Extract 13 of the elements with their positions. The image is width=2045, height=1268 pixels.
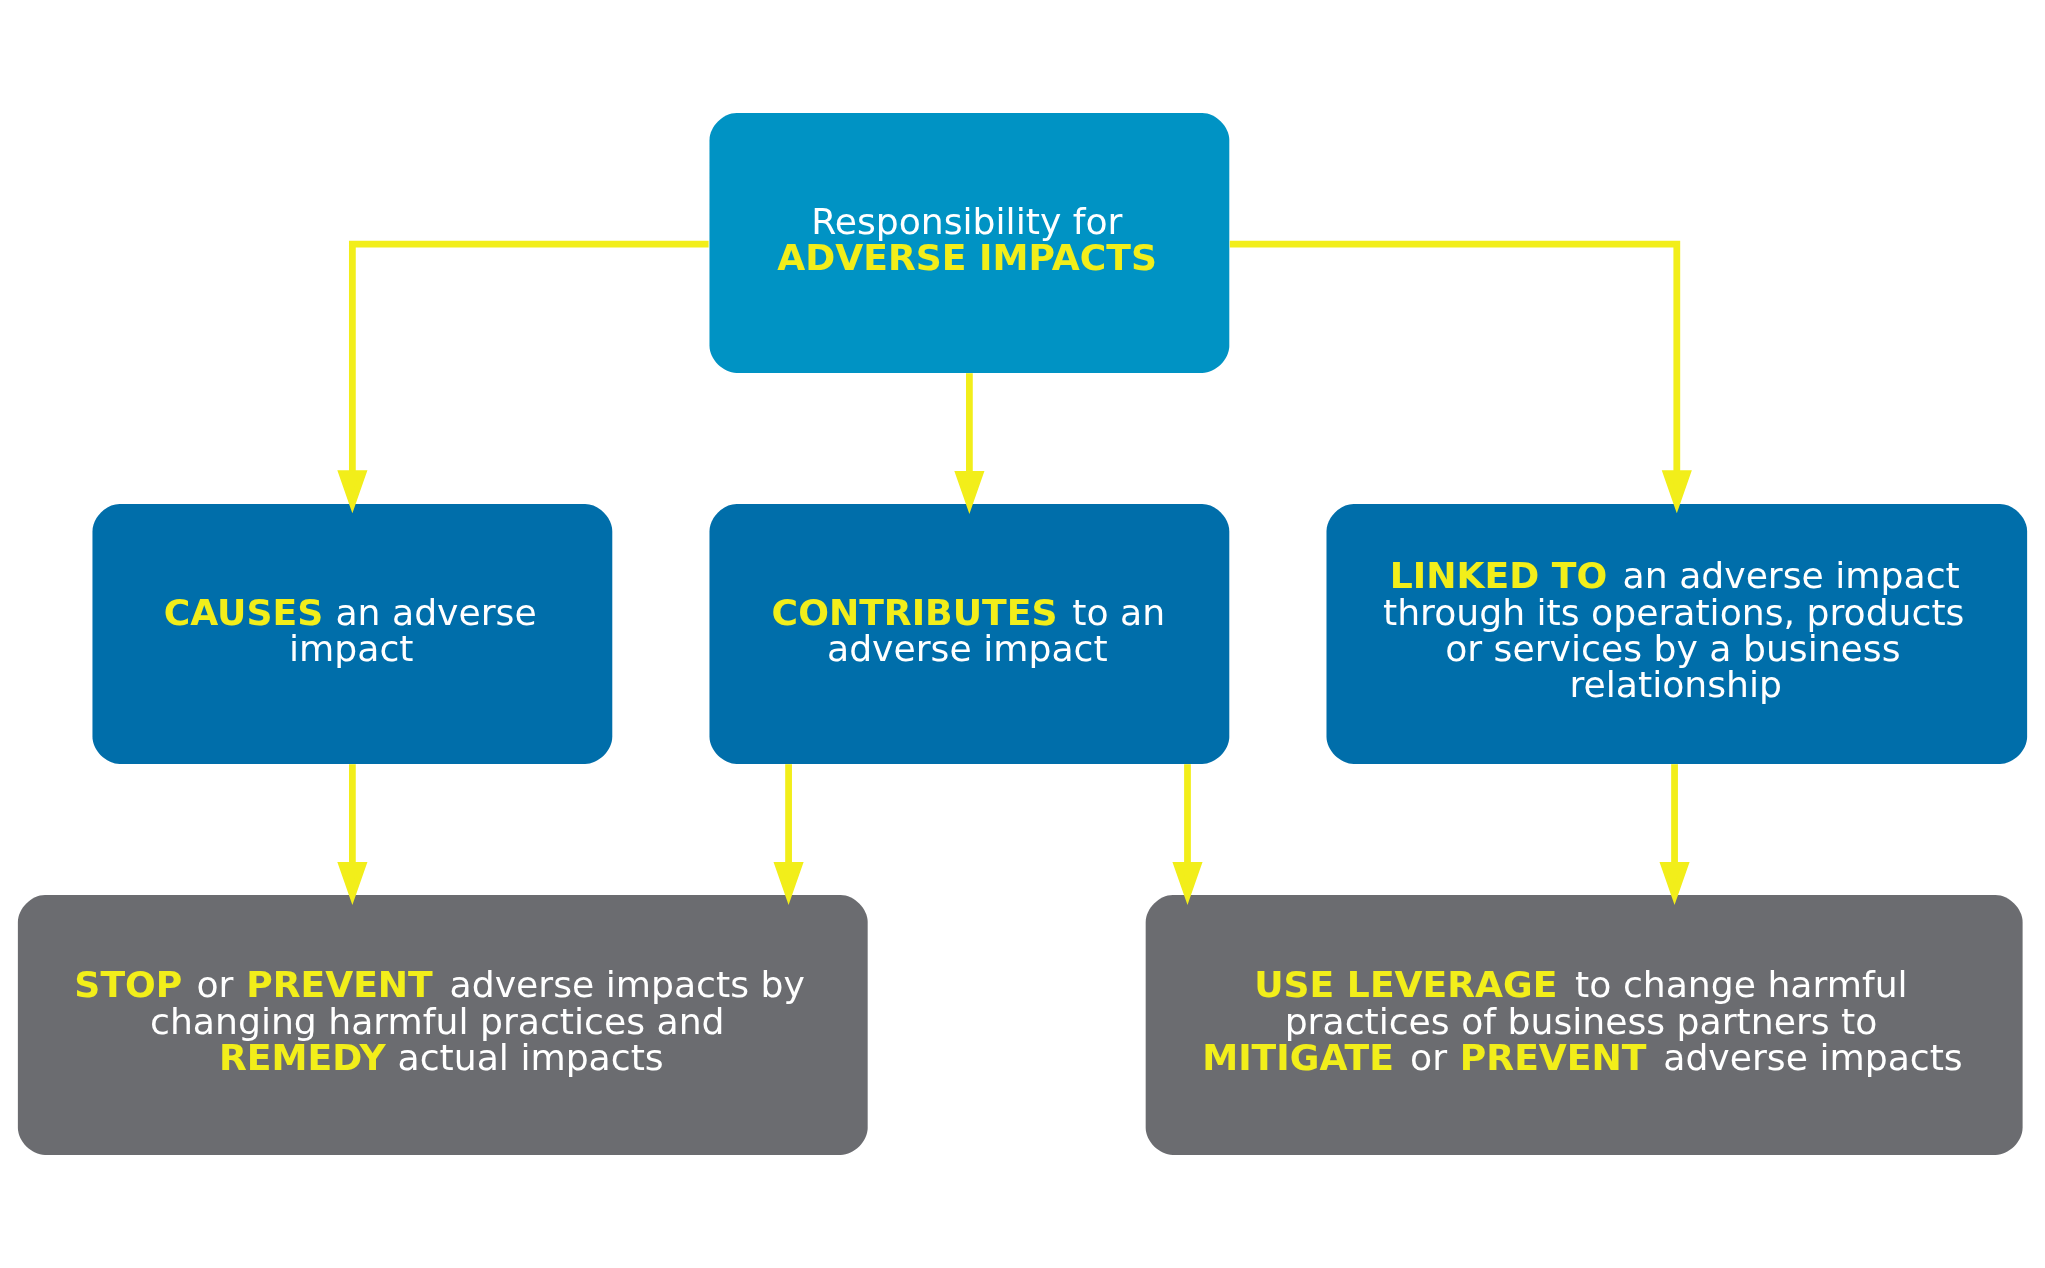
arrow xyxy=(1172,764,1203,905)
node-box: LINKED TO an adverse impact through its operations, products or services by a business relationship xyxy=(1326,504,2028,764)
node-box: USE LEVERAGE to change harmful practices of business partners to MITIGATE or PREVENT adverse impacts xyxy=(1145,895,2023,1155)
node-box: CAUSES an adverse impact xyxy=(92,504,613,764)
arrow xyxy=(954,373,985,514)
arrow xyxy=(773,764,804,905)
node-box: CONTRIBUTES to an adverse impact xyxy=(709,504,1230,764)
arrow xyxy=(1229,240,1692,514)
arrow xyxy=(337,240,709,514)
arrow xyxy=(1659,764,1690,905)
arrow xyxy=(337,764,368,905)
node-box: STOP or PREVENT adverse impacts by changing harmful practices and REMEDY actual impacts xyxy=(17,895,868,1155)
node-box: Responsibility for ADVERSE IMPACTS xyxy=(709,113,1230,373)
